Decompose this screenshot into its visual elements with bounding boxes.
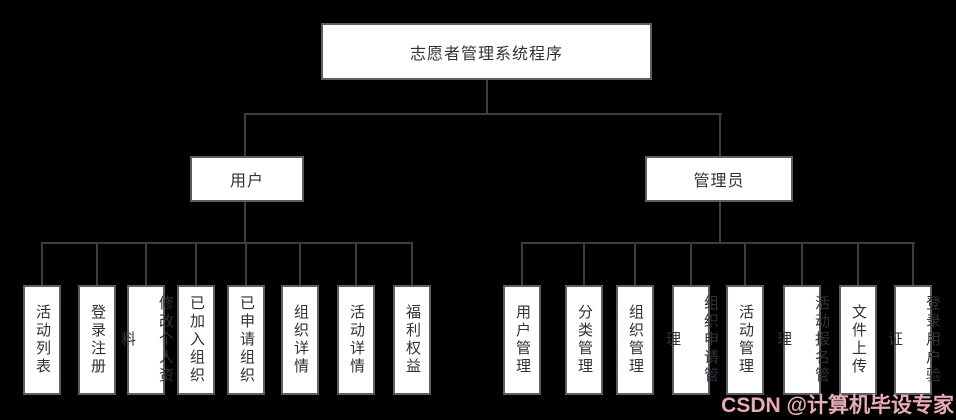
connector-top-horizontal [244, 113, 722, 115]
connector-admin-stem-top [719, 113, 721, 156]
connector-admin-drop-1 [583, 242, 585, 286]
node-user-mgmt: 用户管理 [503, 285, 541, 395]
connector-user-drop-6 [355, 242, 357, 286]
node-org-mgmt: 组织管理 [616, 285, 654, 395]
node-org-apply-mgmt: 组织申请管理 [664, 285, 719, 395]
connector-admin-stem-bottom [719, 201, 721, 244]
node-login-register: 登录注册 [78, 285, 116, 395]
node-applied-orgs: 已申请组织 [227, 285, 265, 395]
connector-user-drop-7 [411, 242, 413, 286]
connector-admin-drop-4 [744, 242, 746, 286]
connector-admin-drop-6 [857, 242, 859, 286]
node-activity-mgmt: 活动管理 [726, 285, 764, 395]
node-org-detail: 组织详情 [281, 285, 319, 395]
node-edit-profile: 修改个人资料 [119, 285, 174, 395]
connector-admin-horizontal [521, 242, 915, 244]
node-branch-user: 用户 [190, 156, 304, 202]
node-activity-detail: 活动详情 [337, 285, 375, 395]
connector-user-horizontal [41, 242, 413, 244]
connector-user-drop-2 [145, 242, 147, 286]
connector-user-drop-0 [41, 242, 43, 286]
connector-user-drop-3 [195, 242, 197, 286]
node-activity-signup-mgmt: 活动报名管理 [775, 285, 830, 395]
connector-admin-drop-0 [521, 242, 523, 286]
node-login-user-verify: 登录用户验证 [886, 285, 941, 395]
connector-user-stem-bottom [244, 200, 246, 244]
connector-admin-drop-3 [690, 242, 692, 286]
node-file-upload: 文件上传 [839, 285, 877, 395]
connector-user-drop-1 [96, 242, 98, 286]
connector-admin-drop-7 [912, 242, 914, 286]
node-root-system: 志愿者管理系统程序 [321, 23, 652, 80]
node-branch-admin: 管理员 [645, 156, 793, 202]
node-welfare-benefits: 福利权益 [393, 285, 431, 395]
connector-admin-drop-2 [634, 242, 636, 286]
connector-user-stem-top [244, 113, 246, 156]
connector-user-drop-5 [299, 242, 301, 286]
node-activity-list: 活动列表 [23, 285, 61, 395]
connector-user-drop-4 [245, 242, 247, 286]
connector-admin-drop-5 [801, 242, 803, 286]
node-category-mgmt: 分类管理 [565, 285, 603, 395]
node-joined-orgs: 已加入组织 [177, 285, 215, 395]
connector-root-stem [486, 79, 488, 115]
